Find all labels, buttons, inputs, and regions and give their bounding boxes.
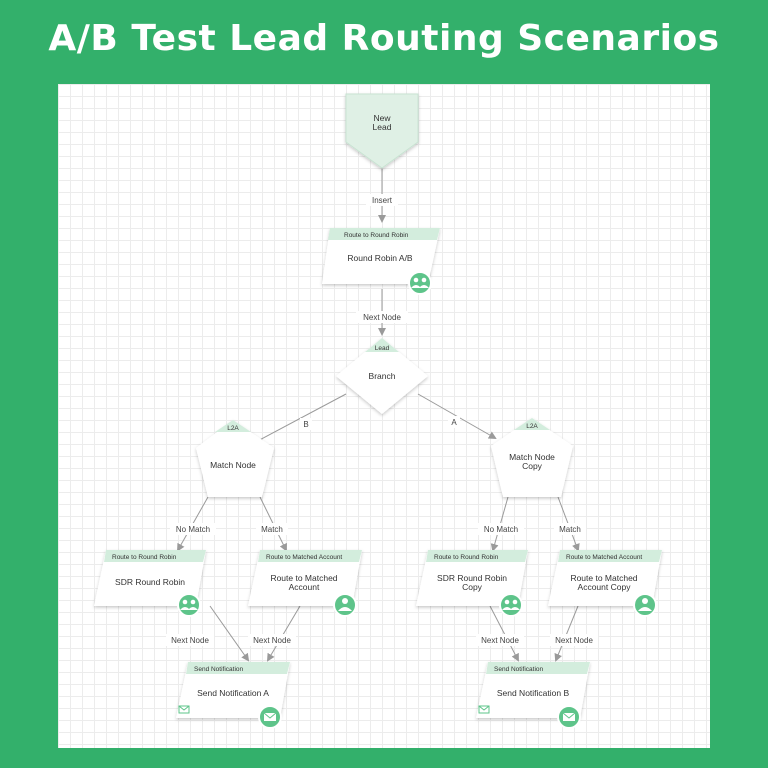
node-label-line1: Route to Matched: [270, 573, 337, 583]
node-new-lead[interactable]: New Lead: [345, 93, 419, 169]
node-header: Route to Matched Account: [266, 554, 342, 561]
people-icon: [499, 593, 523, 617]
node-route-to-matched-account-copy[interactable]: Route to Matched Account Route to Matche…: [548, 550, 662, 617]
edge-next-node-3[interactable]: [266, 605, 301, 662]
envelope-outline-icon: [478, 705, 490, 714]
edge-next-node-2[interactable]: [209, 605, 250, 662]
edge-label-a: A: [451, 418, 457, 427]
node-label: Send Notification B: [497, 688, 570, 698]
edge-label-b: B: [303, 420, 308, 429]
envelope-icon: [258, 705, 282, 729]
node-label-line2: Copy: [462, 582, 483, 592]
node-header: Route to Round Robin: [344, 232, 409, 239]
node-label: Branch: [369, 371, 396, 381]
node-new-lead-line1: New: [373, 113, 391, 123]
node-header: Lead: [375, 345, 390, 352]
node-header: L2A: [526, 423, 538, 430]
node-label-line1: Route to Matched: [570, 573, 637, 583]
edge-label-match-left: Match: [261, 525, 283, 534]
person-icon: [633, 593, 657, 617]
envelope-outline-icon: [178, 705, 190, 714]
node-label-line2: Account: [289, 582, 320, 592]
node-label: Send Notification A: [197, 688, 269, 698]
edge-label-match-right: Match: [559, 525, 581, 534]
node-route-to-matched-account[interactable]: Route to Matched Account Route to Matche…: [248, 550, 362, 617]
edge-label-next-node-5: Next Node: [555, 636, 593, 645]
envelope-icon: [557, 705, 581, 729]
node-round-robin-ab[interactable]: Route to Round Robin Round Robin A/B: [322, 228, 440, 295]
node-label-line1: SDR Round Robin: [115, 577, 185, 587]
node-header: Route to Round Robin: [434, 554, 499, 561]
edge-label-no-match-right: No Match: [484, 525, 518, 534]
node-label: Round Robin A/B: [347, 253, 413, 263]
node-sdr-round-robin[interactable]: Route to Round Robin SDR Round Robin: [94, 550, 206, 617]
node-header: L2A: [227, 425, 239, 432]
node-new-lead-line2: Lead: [373, 122, 392, 132]
node-send-notification-b[interactable]: Send Notification Send Notification B: [476, 662, 590, 729]
node-sdr-round-robin-copy[interactable]: Route to Round Robin SDR Round Robin Cop…: [416, 550, 528, 617]
node-match-node-copy[interactable]: L2A Match Node Copy: [491, 418, 573, 497]
edge-label-next-node-4: Next Node: [481, 636, 519, 645]
edge-label-next-node-3: Next Node: [253, 636, 291, 645]
edge-next-node-4[interactable]: [489, 605, 519, 662]
node-match-node[interactable]: L2A Match Node: [196, 420, 274, 497]
node-header: Route to Matched Account: [566, 554, 642, 561]
person-icon: [333, 593, 357, 617]
node-label-line2: Copy: [522, 461, 543, 471]
node-header: Send Notification: [194, 666, 244, 673]
edge-label-next-node-2: Next Node: [171, 636, 209, 645]
node-label-line2: Account Copy: [578, 582, 632, 592]
people-icon: [177, 593, 201, 617]
edge-label-next-node-1: Next Node: [363, 313, 401, 322]
node-send-notification-a[interactable]: Send Notification Send Notification A: [176, 662, 290, 729]
page-title: A/B Test Lead Routing Scenarios: [48, 18, 720, 59]
edge-labels: Insert Next Node B A No Match Match No M…: [166, 194, 598, 646]
edge-label-no-match-left: No Match: [176, 525, 210, 534]
edge-label-insert: Insert: [372, 196, 393, 205]
node-label-line1: SDR Round Robin: [437, 573, 507, 583]
node-header: Send Notification: [494, 666, 544, 673]
people-icon: [408, 271, 432, 295]
flow-canvas[interactable]: Insert Next Node B A No Match Match No M…: [58, 84, 710, 748]
node-label-line1: Match Node: [210, 460, 256, 470]
node-label-line1: Match Node: [509, 452, 555, 462]
node-branch[interactable]: Lead Branch: [336, 338, 428, 414]
node-header: Route to Round Robin: [112, 554, 177, 561]
flow-diagram: Insert Next Node B A No Match Match No M…: [94, 93, 662, 729]
edge-next-node-5[interactable]: [554, 605, 579, 662]
